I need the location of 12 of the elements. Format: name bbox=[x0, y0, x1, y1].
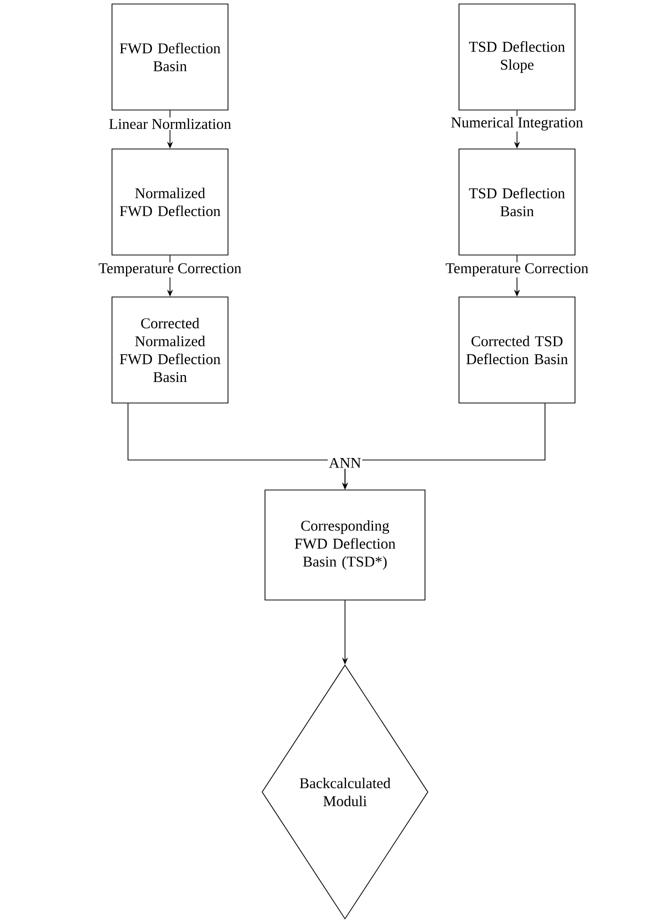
process-box: Normalized FWD Deflection bbox=[112, 148, 228, 256]
process-box: FWD Deflection Basin bbox=[112, 4, 228, 110]
edge-label: Temperature Correction bbox=[98, 262, 242, 278]
process-box: Corrected Normalized FWD Deflection Basin bbox=[112, 296, 228, 404]
process-box: TSD Deflection Slope bbox=[458, 4, 576, 110]
process-box: Corrected TSD Deflection Basin bbox=[458, 296, 576, 404]
process-box: TSD Deflection Basin bbox=[458, 148, 576, 256]
process-box: Corresponding FWD Deflection Basin (TSD*) bbox=[264, 490, 426, 600]
edge-label: Linear Normlization bbox=[108, 118, 232, 130]
edge-label: Temperature Correction bbox=[444, 262, 590, 278]
edge-label: Numerical Integration bbox=[450, 116, 584, 132]
edge-label: ANN bbox=[328, 456, 362, 469]
